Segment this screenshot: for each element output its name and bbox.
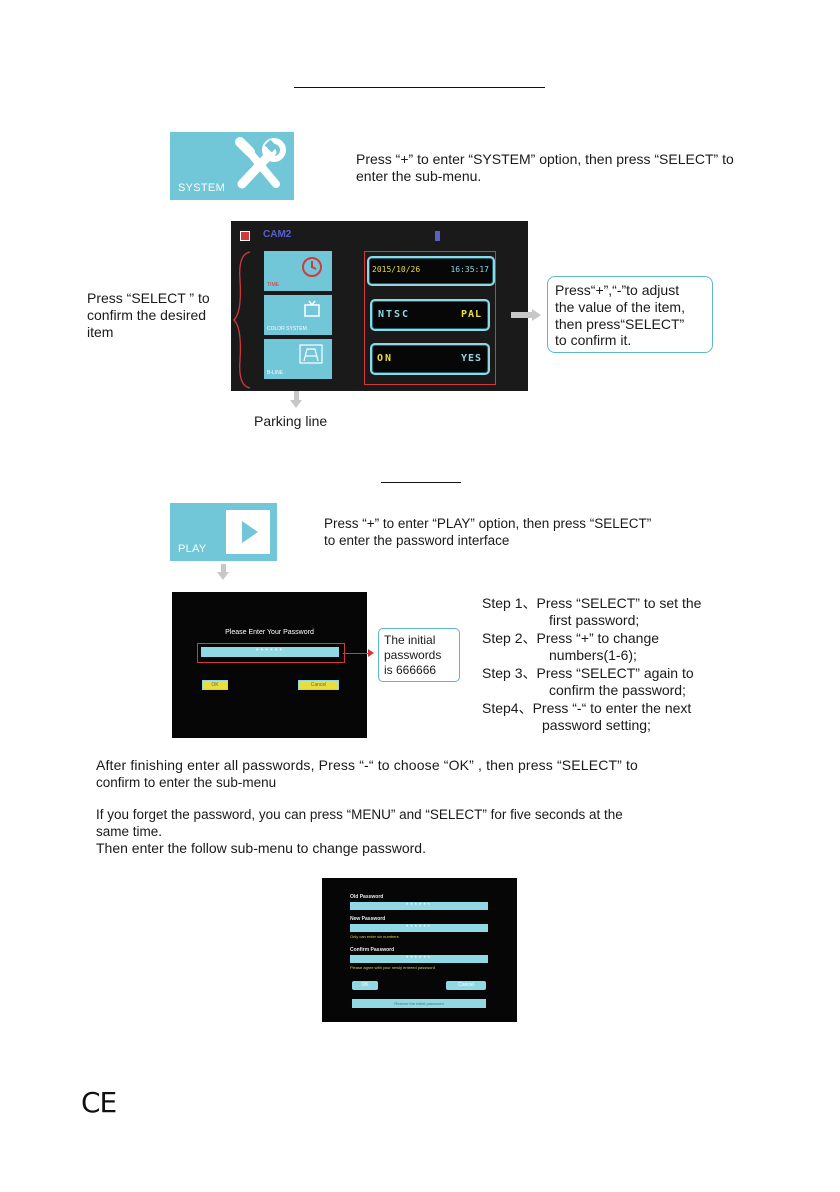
password-prompt: Please Enter Your Password [225,629,314,636]
new-password-hint: Only can enter six numbers [350,934,399,939]
forget-text-line-1: If you forget the password, you can pres… [96,807,623,822]
confirm-password-hint: Please agree with your newly entered pas… [350,965,435,970]
parking-line-caption: Parking line [254,413,328,429]
menu-tile-color-system-label: COLOR SYSTEM [267,326,307,332]
password-ok-button[interactable]: OK [202,680,228,690]
play-heading-rule [381,482,461,483]
value-panel-outline [364,251,496,385]
cam-label: CAM2 [263,229,292,240]
step-4-line-1: Step4、Press “-“ to enter the next [482,700,692,716]
initial-note-line-3: is 666666 [384,663,437,677]
step-3-line-1: Step 3、Press “SELECT” again to [482,665,694,681]
initial-password-callout: The initial passwords is 666666 [378,628,460,682]
password-cancel-button[interactable]: Cancel [298,680,339,690]
adjust-value-callout: Press“+”,“-”to adjust the value of the i… [547,276,713,353]
parking-arrow-shaft [294,391,299,401]
after-text-line-1: After finishing enter all passwords, Pre… [96,757,638,773]
step-4-line-2: password setting; [542,717,651,733]
new-password-input[interactable]: ****** [350,924,488,932]
color-system-value-box[interactable]: NTSC PAL [370,299,490,331]
tools-icon [235,137,286,189]
initial-arrow-head [368,649,374,657]
menu-tile-b-line[interactable]: B-LINE [264,339,332,379]
time-value-box[interactable]: 2015/10/26 16:35:17 [367,256,495,286]
play-intro-line-2: to enter the password interface [324,533,510,548]
step-2-line-1: Step 2、Press “+” to change [482,630,660,646]
camera-icon [240,231,250,241]
ce-mark: CE [81,1086,117,1119]
bline-value-box[interactable]: ON YES [370,343,490,375]
initial-arrow-line [343,653,369,654]
step-1-line-2: first password; [549,612,640,628]
right-note-line-3: then press“SELECT” [555,316,685,332]
system-heading-rule [294,87,545,88]
left-brace [233,251,251,389]
right-arrow-shaft [511,312,533,318]
confirm-password-label: Confirm Password [350,947,395,953]
right-arrow-head [532,309,541,321]
right-note-line-4: to confirm it. [555,332,632,348]
forget-text-line-2: same time. [96,824,163,839]
time-value: 16:35:17 [450,265,489,274]
restore-password-button[interactable]: Restore the initial password [352,999,486,1008]
play-arrow-head [217,572,229,580]
menu-tile-time[interactable]: TIME [264,251,332,291]
system-tile: SYSTEM [170,132,294,200]
parking-line-icon [299,344,323,364]
old-password-input[interactable]: ****** [350,902,488,910]
color-system-left: NTSC [378,309,411,320]
step-2-line-2: numbers(1-6); [549,647,637,663]
system-settings-screen: CAM2 TIME COLOR SYSTEM B-LINE 2015/10/26… [231,221,528,391]
play-tile-label: PLAY [178,543,207,555]
left-note-line-3: item [87,324,114,340]
left-note-line-2: confirm the desired [87,307,207,323]
forget-text-line-3: Then enter the follow sub-menu to change… [96,840,426,856]
play-intro-line-1: Press “+” to enter “PLAY” option, then p… [324,516,652,531]
after-text-line-2: confirm to enter the sub-menu [96,775,277,790]
menu-tile-time-label: TIME [267,282,279,288]
step-1-line-1: Step 1、Press “SELECT” to set the [482,595,702,611]
menu-tile-color-system[interactable]: COLOR SYSTEM [264,295,332,335]
parking-arrow-head [290,400,302,408]
password-input[interactable]: ****** [201,647,339,657]
play-arrow-shaft [221,564,226,573]
left-note-line-1: Press “SELECT ” to [87,290,210,306]
right-note-line-1: Press“+”,“-”to adjust [555,282,680,298]
change-password-screen: Old Password ****** New Password ****** … [322,878,517,1022]
system-intro-line-2: enter the sub-menu. [356,168,482,184]
right-note-line-2: the value of the item, [555,299,685,315]
step-3-line-2: confirm the password; [549,682,686,698]
password-screen: Please Enter Your Password ****** OK Can… [172,592,367,738]
initial-note-line-2: passwords [384,648,442,662]
signal-indicator-icon [435,231,440,241]
initial-note-line-1: The initial [384,633,436,647]
bline-left: ON [377,353,394,364]
system-tile-label: SYSTEM [178,182,226,194]
confirm-password-input[interactable]: ****** [350,955,488,963]
old-password-label: Old Password [350,894,384,900]
play-tile: PLAY [170,503,277,561]
change-ok-button[interactable]: OK [352,981,378,990]
system-intro-line-1: Press “+” to enter “SYSTEM” option, then… [356,151,734,167]
new-password-label: New Password [350,916,386,922]
play-icon [226,510,270,554]
change-cancel-button[interactable]: Cancel [446,981,486,990]
bline-right: YES [460,353,482,364]
color-system-right: PAL [460,309,482,320]
date-value: 2015/10/26 [372,265,421,274]
menu-tile-b-line-label: B-LINE [267,370,284,376]
tv-icon [304,300,320,317]
clock-icon [302,257,322,277]
